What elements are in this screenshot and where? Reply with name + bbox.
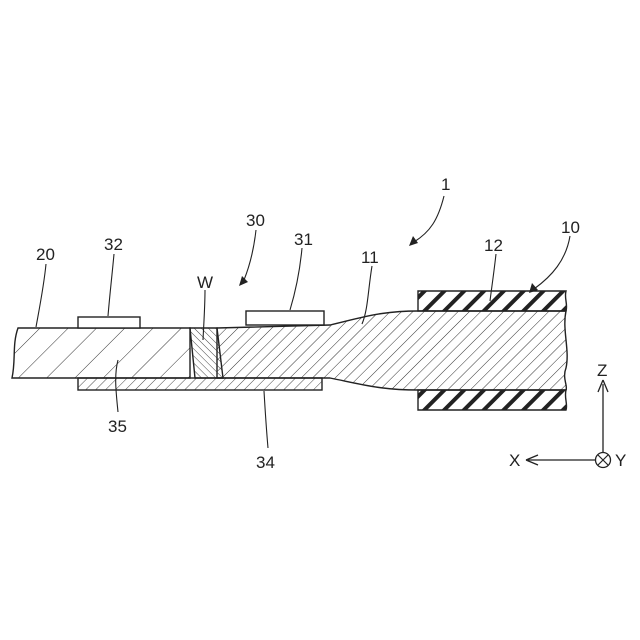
wire-body — [12, 328, 190, 378]
axis-label-z: Z — [597, 361, 607, 380]
leader-20 — [36, 264, 46, 327]
pad-top — [78, 317, 140, 328]
label-assembly: 1 — [441, 175, 450, 194]
arrowhead-30 — [239, 276, 248, 286]
label-terminal: 30 — [246, 211, 265, 230]
label-plate-top: 31 — [294, 230, 313, 249]
axis-label-x: X — [509, 451, 520, 470]
label-weld: W — [197, 273, 213, 292]
plate-bottom — [78, 378, 322, 390]
label-bus-bar: 35 — [108, 417, 127, 436]
axis-label-y: Y — [615, 451, 626, 470]
plate-top — [246, 311, 324, 325]
weld-zone — [190, 328, 223, 378]
arrowhead-1 — [409, 236, 418, 246]
leader-32 — [108, 254, 114, 316]
insulator-bottom — [418, 390, 567, 410]
label-plate-bottom: 34 — [256, 453, 275, 472]
leader-1 — [414, 196, 444, 242]
leader-31 — [290, 248, 302, 310]
label-pad: 32 — [104, 235, 123, 254]
label-conductor: 11 — [361, 248, 379, 267]
leader-34 — [264, 391, 268, 448]
insulator-top — [418, 291, 567, 311]
leader-10 — [534, 236, 570, 289]
leader-30 — [244, 230, 256, 280]
label-wire: 20 — [36, 245, 55, 264]
label-sheath: 10 — [561, 218, 580, 237]
label-insulator: 12 — [484, 236, 503, 255]
